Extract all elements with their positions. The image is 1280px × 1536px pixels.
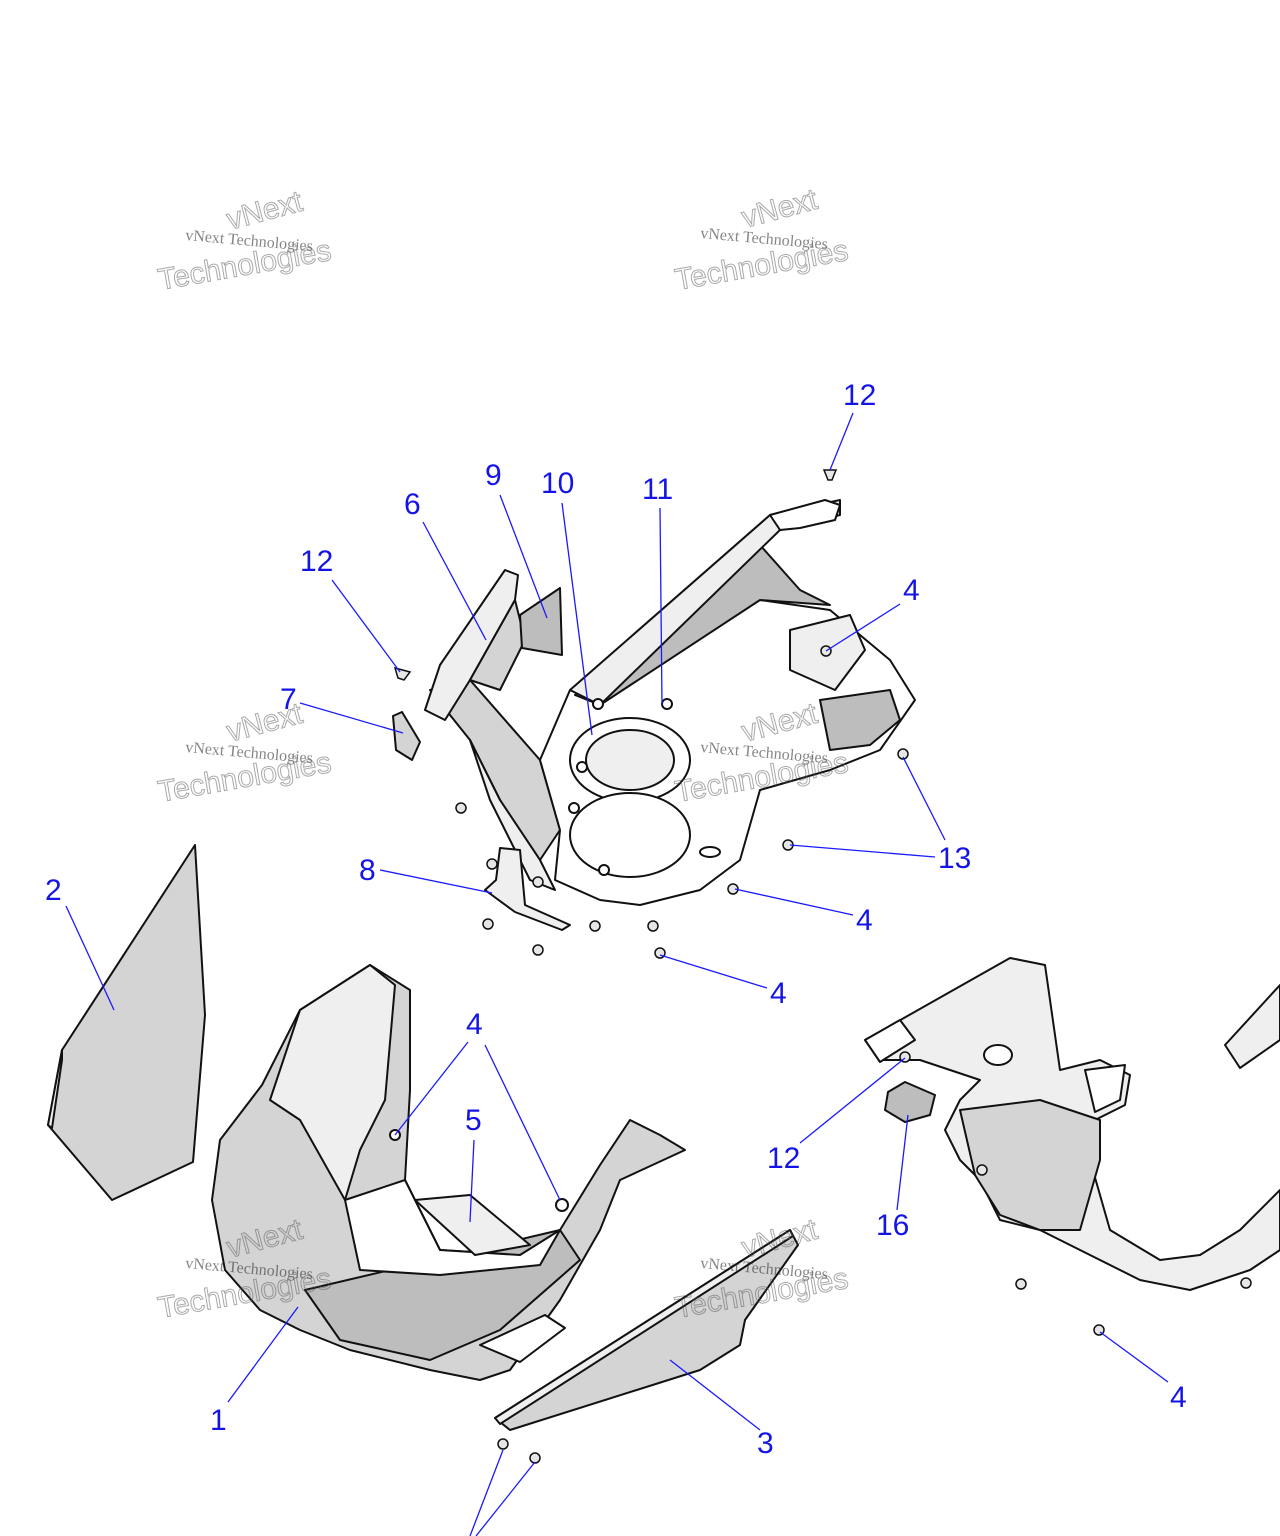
svg-text:vNext: vNext	[223, 185, 306, 237]
callout-13: 13	[938, 842, 971, 875]
frame-assembly-right	[864, 957, 1280, 1291]
callout-12-left: 12	[300, 545, 333, 578]
callout-11: 11	[642, 473, 673, 506]
skid-plate-upper	[429, 499, 916, 906]
panel-part-3-edge	[494, 1229, 794, 1425]
callout-4-lower-right: 4	[1170, 1381, 1187, 1414]
callout-7: 7	[280, 683, 297, 716]
callout-4-mid-right: 4	[856, 904, 873, 937]
callout-1: 1	[210, 1404, 227, 1437]
callout-3: 3	[757, 1427, 774, 1460]
callout-8: 8	[359, 854, 376, 887]
panel-part-2-edge	[47, 1049, 63, 1129]
callout-4-upper-right: 4	[903, 574, 920, 607]
bracket-part-8	[484, 847, 571, 931]
callout-9: 9	[485, 459, 502, 492]
panel-part-2	[47, 844, 206, 1201]
svg-text:vNext: vNext	[223, 697, 306, 749]
leader-lines	[65, 412, 1169, 1536]
callout-10: 10	[541, 467, 574, 500]
callout-labels: 12 9 10 11 6 12 4 7 13 8 4 4 2 4 5 12 16…	[45, 379, 1187, 1460]
callout-4-mid: 4	[770, 977, 787, 1010]
callout-12-frame: 12	[767, 1142, 800, 1175]
callout-4-belly: 4	[466, 1008, 483, 1041]
belly-pan-part-1	[211, 964, 686, 1381]
clip-part-7	[392, 711, 421, 761]
callout-2: 2	[45, 874, 62, 907]
pad-part-9	[519, 587, 563, 656]
callout-12-top: 12	[843, 379, 876, 412]
callout-5: 5	[465, 1104, 482, 1137]
bracket-part-6	[424, 569, 526, 721]
bumper-part-16	[884, 1081, 936, 1123]
svg-text:vNext: vNext	[738, 183, 821, 235]
callout-6: 6	[404, 488, 421, 521]
callout-16: 16	[876, 1209, 909, 1242]
